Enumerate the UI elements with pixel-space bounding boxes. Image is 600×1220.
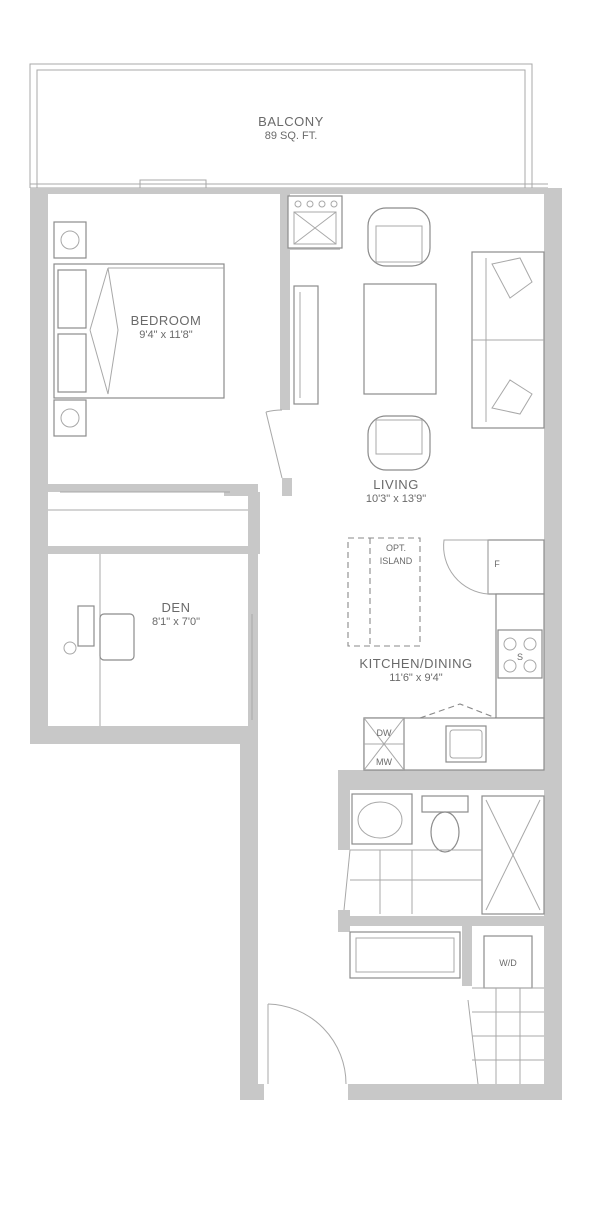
washer-dryer-icon xyxy=(483,935,533,989)
kitchen-dims: 11'6" x 9'4" xyxy=(389,672,442,684)
interior-walls xyxy=(48,194,544,986)
fridge-label: F xyxy=(494,559,500,569)
living-dims: 10'3" x 13'9" xyxy=(366,493,426,505)
kitchen-dining: OPT. ISLAND F S DW MW KITCHEN/DINING 11'… xyxy=(347,537,545,771)
chair-icon xyxy=(99,613,135,661)
island-outline xyxy=(347,537,421,647)
desk-icon xyxy=(77,605,95,647)
exterior-walls xyxy=(30,188,562,1100)
island-label-line1: OPT. xyxy=(386,543,406,553)
entry-door xyxy=(267,1003,347,1085)
coffee-table-icon xyxy=(363,283,437,395)
fridge-icon xyxy=(487,539,545,595)
dishwasher-label: DW xyxy=(377,728,392,738)
kitchen-label: KITCHEN/DINING xyxy=(359,656,472,671)
armchair-icon xyxy=(367,415,431,471)
laundry: W/D xyxy=(349,931,544,1085)
bedroom-label: BEDROOM xyxy=(131,313,202,328)
den-dims: 8'1" x 7'0" xyxy=(152,616,200,628)
balcony-area: 89 SQ. FT. xyxy=(265,130,318,142)
bathroom xyxy=(343,793,545,915)
living: LIVING 10'3" x 13'9" xyxy=(287,195,545,505)
toilet-icon xyxy=(430,811,460,853)
washer-dryer-label: W/D xyxy=(499,958,517,968)
bedroom: BEDROOM 9'4" x 11'8" xyxy=(48,221,283,511)
tv-unit-icon xyxy=(293,285,319,405)
microwave-label: MW xyxy=(376,757,392,767)
vanity-icon xyxy=(351,793,413,845)
balcony-label: BALCONY xyxy=(258,114,324,129)
toilet-tank-icon xyxy=(421,795,469,813)
island-label-line2: ISLAND xyxy=(380,556,413,566)
bedroom-dims: 9'4" x 11'8" xyxy=(139,329,192,341)
den-label: DEN xyxy=(162,600,191,615)
kitchen-sink-icon xyxy=(445,725,487,763)
balcony: BALCONY 89 SQ. FT. xyxy=(29,63,548,189)
den: DEN 8'1" x 7'0" xyxy=(63,554,253,726)
sink-label: S xyxy=(517,652,523,662)
armchair-icon xyxy=(367,207,431,267)
living-label: LIVING xyxy=(373,477,419,492)
